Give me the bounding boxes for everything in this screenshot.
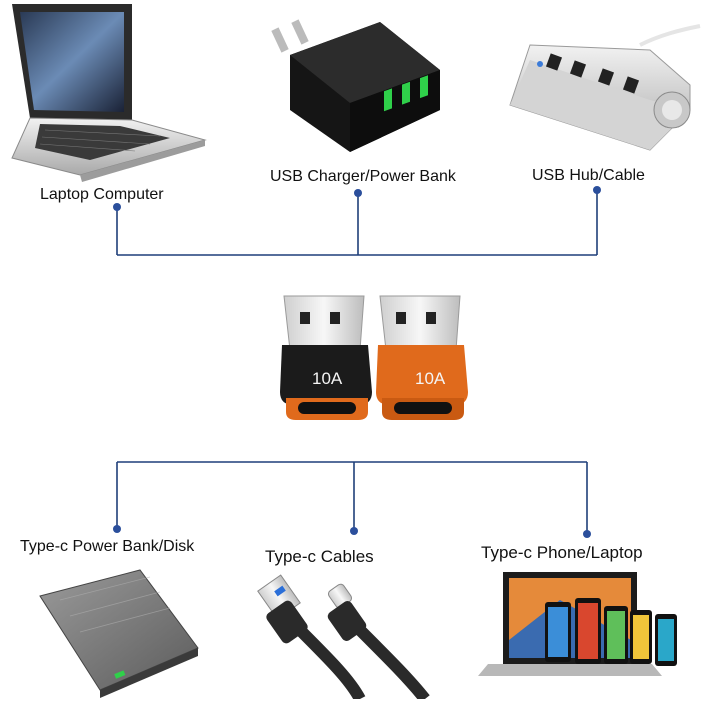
bottom-connector-bus <box>116 461 588 534</box>
label-usb-charger: USB Charger/Power Bank <box>270 168 456 185</box>
usb-c-adapter-black-icon: 10A <box>280 295 372 420</box>
node-dot <box>583 530 591 538</box>
label-type-c-cables: Type-c Cables <box>265 547 374 566</box>
label-type-c-phone-laptop: Type-c Phone/Laptop <box>481 543 643 562</box>
phones-laptop-icon <box>478 572 677 676</box>
node-dot <box>354 189 362 197</box>
top-connector-bus <box>116 190 598 256</box>
node-dot <box>350 527 358 535</box>
type-c-cable-icon <box>257 574 430 703</box>
label-laptop-computer: Laptop Computer <box>40 186 164 203</box>
adapter-badge: 10A <box>415 369 446 388</box>
label-type-c-power-bank: Type-c Power Bank/Disk <box>20 538 195 555</box>
adapter-badge: 10A <box>312 369 343 388</box>
usb-c-adapter-orange-icon: 10A <box>376 295 468 420</box>
laptop-icon <box>11 4 207 182</box>
node-dot <box>113 525 121 533</box>
node-dot <box>113 203 121 211</box>
usb-hub-icon <box>509 24 701 151</box>
wall-charger-icon <box>271 19 440 152</box>
power-bank-icon <box>39 569 199 698</box>
node-dot <box>593 186 601 194</box>
label-usb-hub: USB Hub/Cable <box>532 167 645 184</box>
